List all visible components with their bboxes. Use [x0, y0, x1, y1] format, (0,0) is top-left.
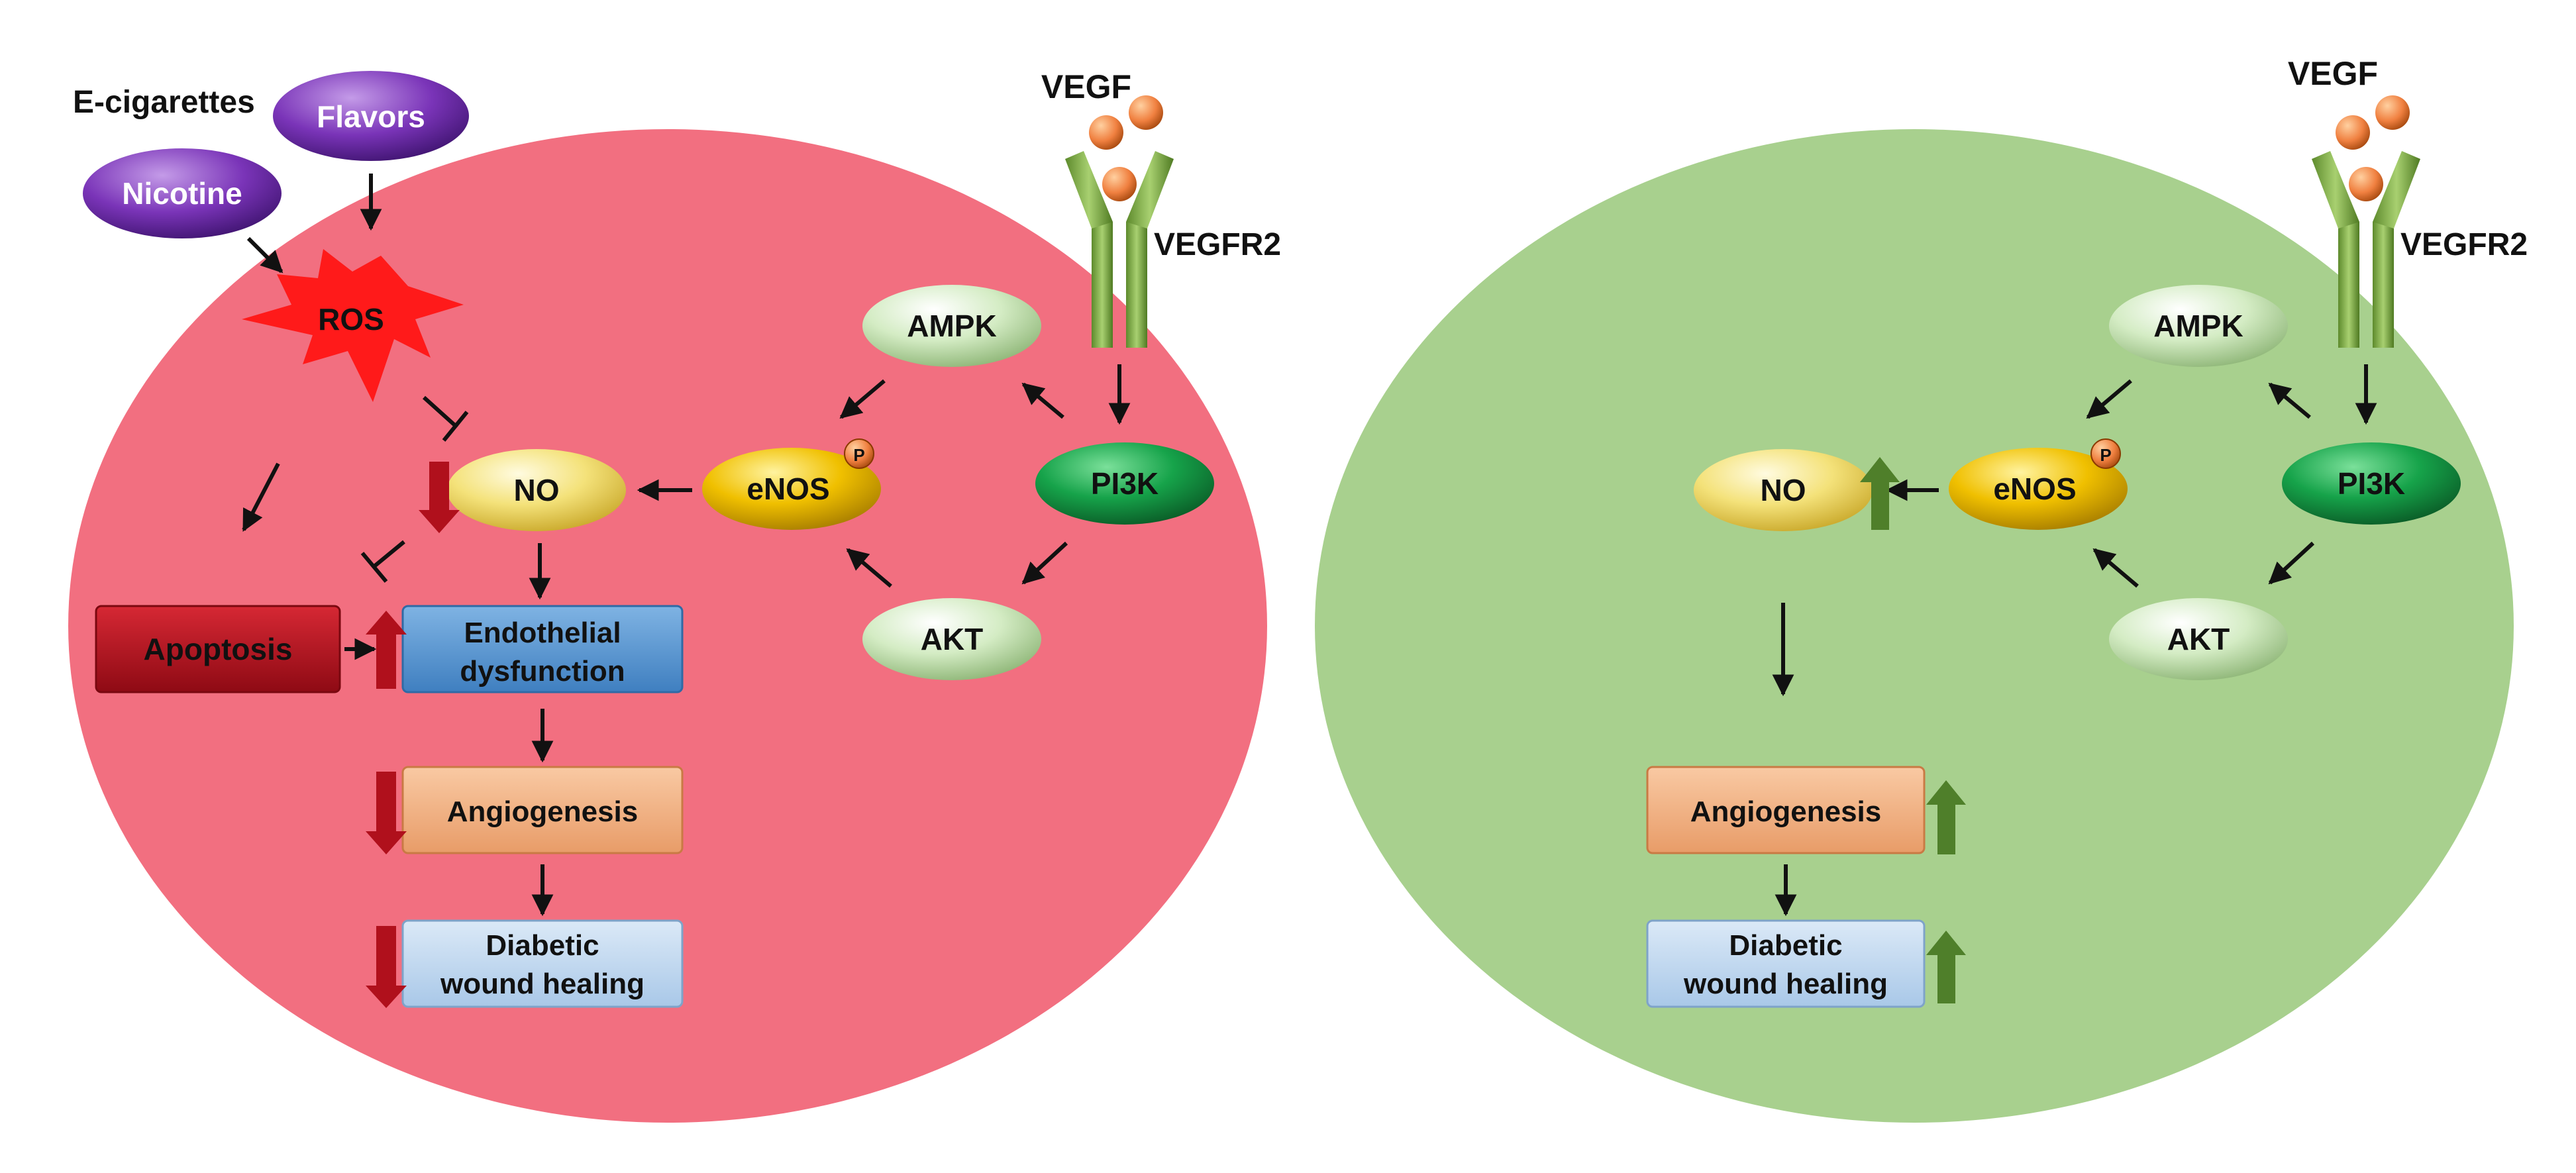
diabetic-wound-healing-box	[1646, 919, 1926, 1008]
angiogenesis-box	[401, 766, 684, 854]
vegf-dot	[1089, 115, 1123, 150]
right-indicator-arrows	[1860, 457, 1966, 1003]
vegf-dot	[1129, 95, 1163, 130]
no-node	[447, 449, 626, 531]
wound-label-line2: wound healing	[1683, 968, 1888, 1000]
flavors-label: Flavors	[317, 99, 425, 134]
pi3k-node	[2282, 442, 2461, 525]
left-panel: VEGF VEGFR2 E-cigarettes Flavors Nicotin…	[68, 68, 1281, 1123]
phospho-icon	[2090, 438, 2121, 469]
endothelial-up-arrow	[366, 611, 407, 689]
phospho-label: P	[2100, 445, 2111, 465]
ampk-label: AMPK	[907, 309, 996, 343]
vegfr2-label: VEGFR2	[1154, 227, 1281, 262]
nicotine-node	[83, 148, 282, 238]
vegfr2-receptor	[2312, 151, 2420, 348]
ros-label: ROS	[318, 302, 384, 336]
angiogenesis-down-arrow	[366, 772, 407, 854]
phospho-label: P	[853, 445, 864, 465]
angiogenesis-label: Angiogenesis	[1690, 795, 1882, 828]
no-up-arrow	[1860, 457, 1900, 530]
vegf-dot	[2375, 95, 2410, 130]
endothelial-dysfunction-box	[401, 605, 684, 693]
flavors-node	[273, 71, 469, 161]
wound-label-line1: Diabetic	[486, 929, 599, 962]
wound-label-line1: Diabetic	[1729, 929, 1842, 962]
enos-node	[1949, 448, 2128, 530]
angiogenesis-up-arrow	[1926, 780, 1966, 854]
akt-label: AKT	[921, 622, 984, 656]
phospho-icon	[844, 438, 874, 469]
vegfr2-label: VEGFR2	[2400, 227, 2528, 262]
no-label: NO	[1761, 473, 1806, 507]
akt-node	[2109, 598, 2288, 680]
vegf-dot	[2349, 167, 2383, 201]
pi3k-node	[1035, 442, 1214, 525]
endothelial-label-line2: dysfunction	[460, 655, 625, 688]
nicotine-label: Nicotine	[122, 176, 242, 211]
ampk-label: AMPK	[2153, 309, 2243, 343]
no-node	[1694, 449, 1873, 531]
e-cigarettes-label: E-cigarettes	[73, 85, 255, 120]
left-indicator-arrows	[366, 462, 460, 1008]
vegf-label: VEGF	[1041, 68, 1131, 105]
ampk-node	[862, 285, 1041, 367]
vegf-label: VEGF	[2288, 55, 2378, 92]
akt-label: AKT	[2167, 622, 2230, 656]
enos-node	[702, 448, 881, 530]
apoptosis-label: Apoptosis	[144, 632, 293, 666]
no-label: NO	[514, 473, 560, 507]
left-arrows	[242, 174, 1131, 917]
angiogenesis-label: Angiogenesis	[447, 795, 639, 828]
right-panel: VEGF VEGFR2 NO eNOS P PI3K AMPK AKT Angi…	[1315, 55, 2528, 1123]
right-arrows	[1772, 364, 2377, 917]
enos-label: eNOS	[747, 472, 829, 506]
endothelial-label-line1: Endothelial	[464, 617, 621, 649]
pi3k-label: PI3K	[2338, 466, 2405, 501]
no-down-arrow	[419, 462, 460, 533]
ampk-node	[2109, 285, 2288, 367]
diabetic-wound-healing-box	[401, 919, 684, 1008]
enos-label: eNOS	[1993, 472, 2076, 506]
vegfr2-receptor	[1065, 151, 1174, 348]
wound-down-arrow	[366, 926, 407, 1008]
apoptosis-box	[95, 605, 341, 693]
right-cell	[1315, 129, 2514, 1123]
wound-label-line2: wound healing	[440, 968, 644, 1000]
akt-node	[862, 598, 1041, 680]
vegf-dot	[2336, 115, 2370, 150]
wound-up-arrow	[1926, 931, 1966, 1003]
ros-starburst	[242, 249, 464, 402]
pi3k-label: PI3K	[1091, 466, 1159, 501]
angiogenesis-box	[1646, 766, 1926, 854]
inhibition-bars	[360, 395, 469, 583]
vegf-dot	[1102, 167, 1137, 201]
